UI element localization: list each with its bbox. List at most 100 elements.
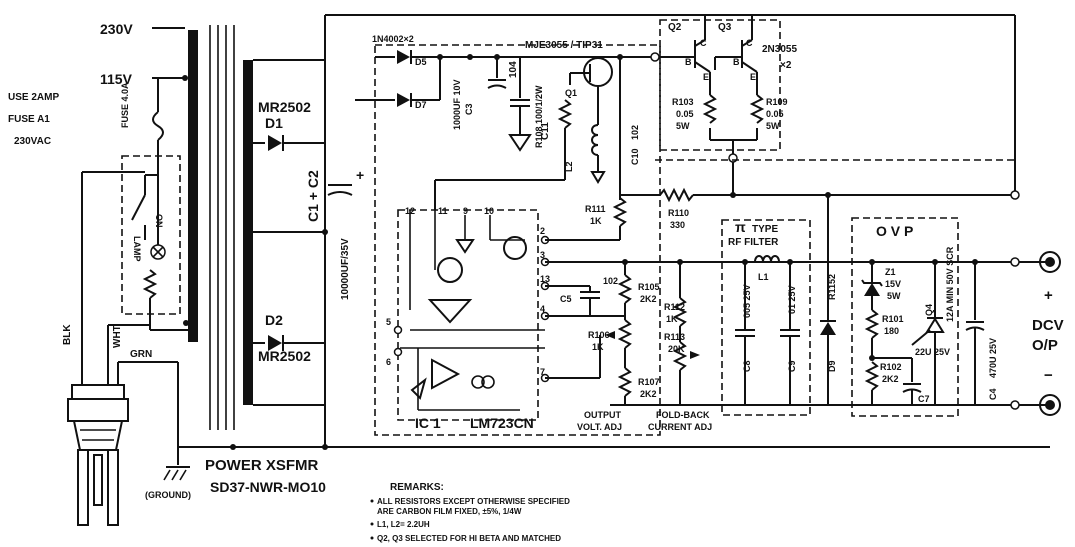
ic1-pin-3: 3 [540, 250, 545, 260]
c4-plate-2 [965, 326, 985, 331]
node-rect-center [322, 229, 328, 235]
rectifier-section: MR2502 D1 D2 MR2502 + C1 + C2 10000UF/35… [253, 15, 364, 450]
c7-plate-2 [902, 388, 922, 393]
rf-filter: π TYPE RF FILTER L1 005 25V C8 01 25V C9 [721, 219, 811, 416]
d7-label: D7 [415, 100, 427, 110]
l2-label: L2 [564, 161, 574, 172]
d2-diode-icon [268, 335, 282, 351]
terminal-pos-inner [1010, 257, 1020, 267]
r113-value: 20K [668, 344, 685, 354]
node-aux-1 [437, 54, 443, 60]
q2-b-label: B [685, 57, 692, 67]
output-pos-jack-center [1045, 257, 1055, 267]
z1-zener-icon [864, 283, 880, 296]
regulator-board-outline [374, 44, 661, 436]
q2-emitter-lead [694, 61, 711, 73]
c1c2-plus: + [356, 167, 364, 183]
c5-value: 102 [603, 276, 618, 286]
c3-value: 1000UF 10V [452, 79, 462, 130]
ic-transistor-icon [437, 257, 463, 283]
r111-value: 1K [590, 216, 602, 226]
r101-label: R101 [882, 314, 904, 324]
r109-resistor [749, 94, 765, 124]
terminal-right-top [1010, 190, 1020, 200]
r107-resistor [617, 367, 633, 397]
c8-value: 005 25V [742, 284, 752, 318]
driver-stage: MJE3055 / TIP31 Q1 R108 100/1/2W L2 C10 … [434, 40, 660, 210]
ic1-pin-10: 10 [484, 206, 494, 216]
ic-current-source-2 [481, 375, 495, 389]
r109-watt: 5W [766, 121, 780, 131]
xfmr-ground-node [230, 444, 236, 450]
ovp-section: O V P Z1 15V 5W R101 180 R102 2K2 22U 25… [851, 217, 959, 417]
node-rect-ground [322, 444, 328, 450]
transformer: POWER XSFMR SD37-NWR-MO10 [188, 25, 326, 495]
ic1-pin-9: 9 [463, 206, 468, 216]
r108-resistor [557, 99, 573, 129]
ic1-pin-5: 5 [386, 317, 391, 327]
output-adj-label-1: OUTPUT [584, 410, 622, 420]
r112-resistor [672, 297, 688, 327]
c8-label: C8 [742, 360, 752, 372]
q2-c-label: C [700, 38, 707, 48]
l1-inductor-icon [754, 255, 780, 263]
terminal-neg-inner [1010, 400, 1020, 410]
r1152-label: R1152 [827, 274, 837, 300]
ground-hatch-1 [163, 469, 171, 481]
d5-diode-icon [397, 50, 410, 64]
tap-node [182, 75, 188, 81]
r111-label: R111 [585, 204, 606, 214]
label-blk: BLK [62, 324, 73, 345]
output-neg-jack-icon[interactable] [1039, 394, 1061, 416]
rf-filter-title-1: TYPE [752, 224, 778, 235]
aux-diodes-label: 1N4002×2 [372, 34, 414, 44]
c10-label: C10 [630, 148, 640, 165]
rf-filter-outline [721, 219, 811, 416]
r105-resistor [617, 274, 633, 304]
label-grn: GRN [130, 349, 152, 360]
d2-label: D2 [265, 312, 283, 328]
r111-resistor [612, 197, 628, 227]
ic1-pin-2: 2 [540, 226, 545, 236]
xfmr-secondary-winding [243, 60, 253, 405]
fuse-note-2: FUSE A1 [8, 114, 50, 125]
output-minus: − [1044, 367, 1053, 384]
c7-value: 22U 25V [915, 347, 950, 357]
ic-zener-icon [455, 239, 475, 254]
ovp-title: O V P [876, 223, 913, 239]
r107-label: R107 [638, 377, 660, 387]
r106-wiper-icon [605, 331, 615, 339]
label-wht: WHT [112, 325, 123, 348]
remark-2: ARE CARBON FILM FIXED, ±5%, 1/4W [377, 507, 522, 516]
q3-label: Q3 [718, 22, 732, 33]
remark-bullet-3 [370, 522, 374, 526]
d1-diode-icon [268, 135, 282, 151]
output-pos-jack-icon[interactable] [1039, 251, 1061, 273]
switch-lamp-box [121, 155, 181, 315]
r102-value: 2K2 [882, 374, 899, 384]
c4-label: C4 [988, 388, 998, 400]
d7-diode-icon [397, 93, 410, 107]
z1-volt: 15V [885, 279, 901, 289]
ic-current-source-1 [471, 375, 485, 389]
ic1-pin-13: 13 [540, 274, 550, 284]
q3-collector-lead [741, 39, 753, 47]
remarks: REMARKS: ALL RESISTORS EXCEPT OTHERWISE … [370, 482, 570, 543]
scr-rating: 12A MIN 50V SCR [945, 246, 955, 322]
r103-value: 0.05 [676, 109, 694, 119]
pass-stage: Q2 Q3 B B C C E E 2N3055 ×2 R103 0.05 5W… [655, 15, 1016, 195]
r110-label: R110 [668, 208, 689, 218]
remark-bullet-1 [370, 499, 374, 503]
ground-hatch-3 [179, 469, 187, 481]
ic1-pin-7: 7 [540, 367, 545, 377]
ic-transistor-2-icon [503, 236, 527, 260]
label-230v: 230V [100, 21, 133, 37]
aux-supply: 1N4002×2 D5 D7 1000UF 10V C3 104 C11 [325, 14, 1015, 436]
node-c10 [617, 54, 623, 60]
ic1-pin-11: 11 [438, 206, 448, 216]
c1c2-value: 10000UF/35V [340, 238, 351, 300]
r110-resistor [659, 187, 694, 203]
d5-label: D5 [415, 57, 427, 67]
r110-value: 330 [670, 220, 685, 230]
remark-1: ALL RESISTORS EXCEPT OTHERWISE SPECIFIED [377, 497, 570, 506]
